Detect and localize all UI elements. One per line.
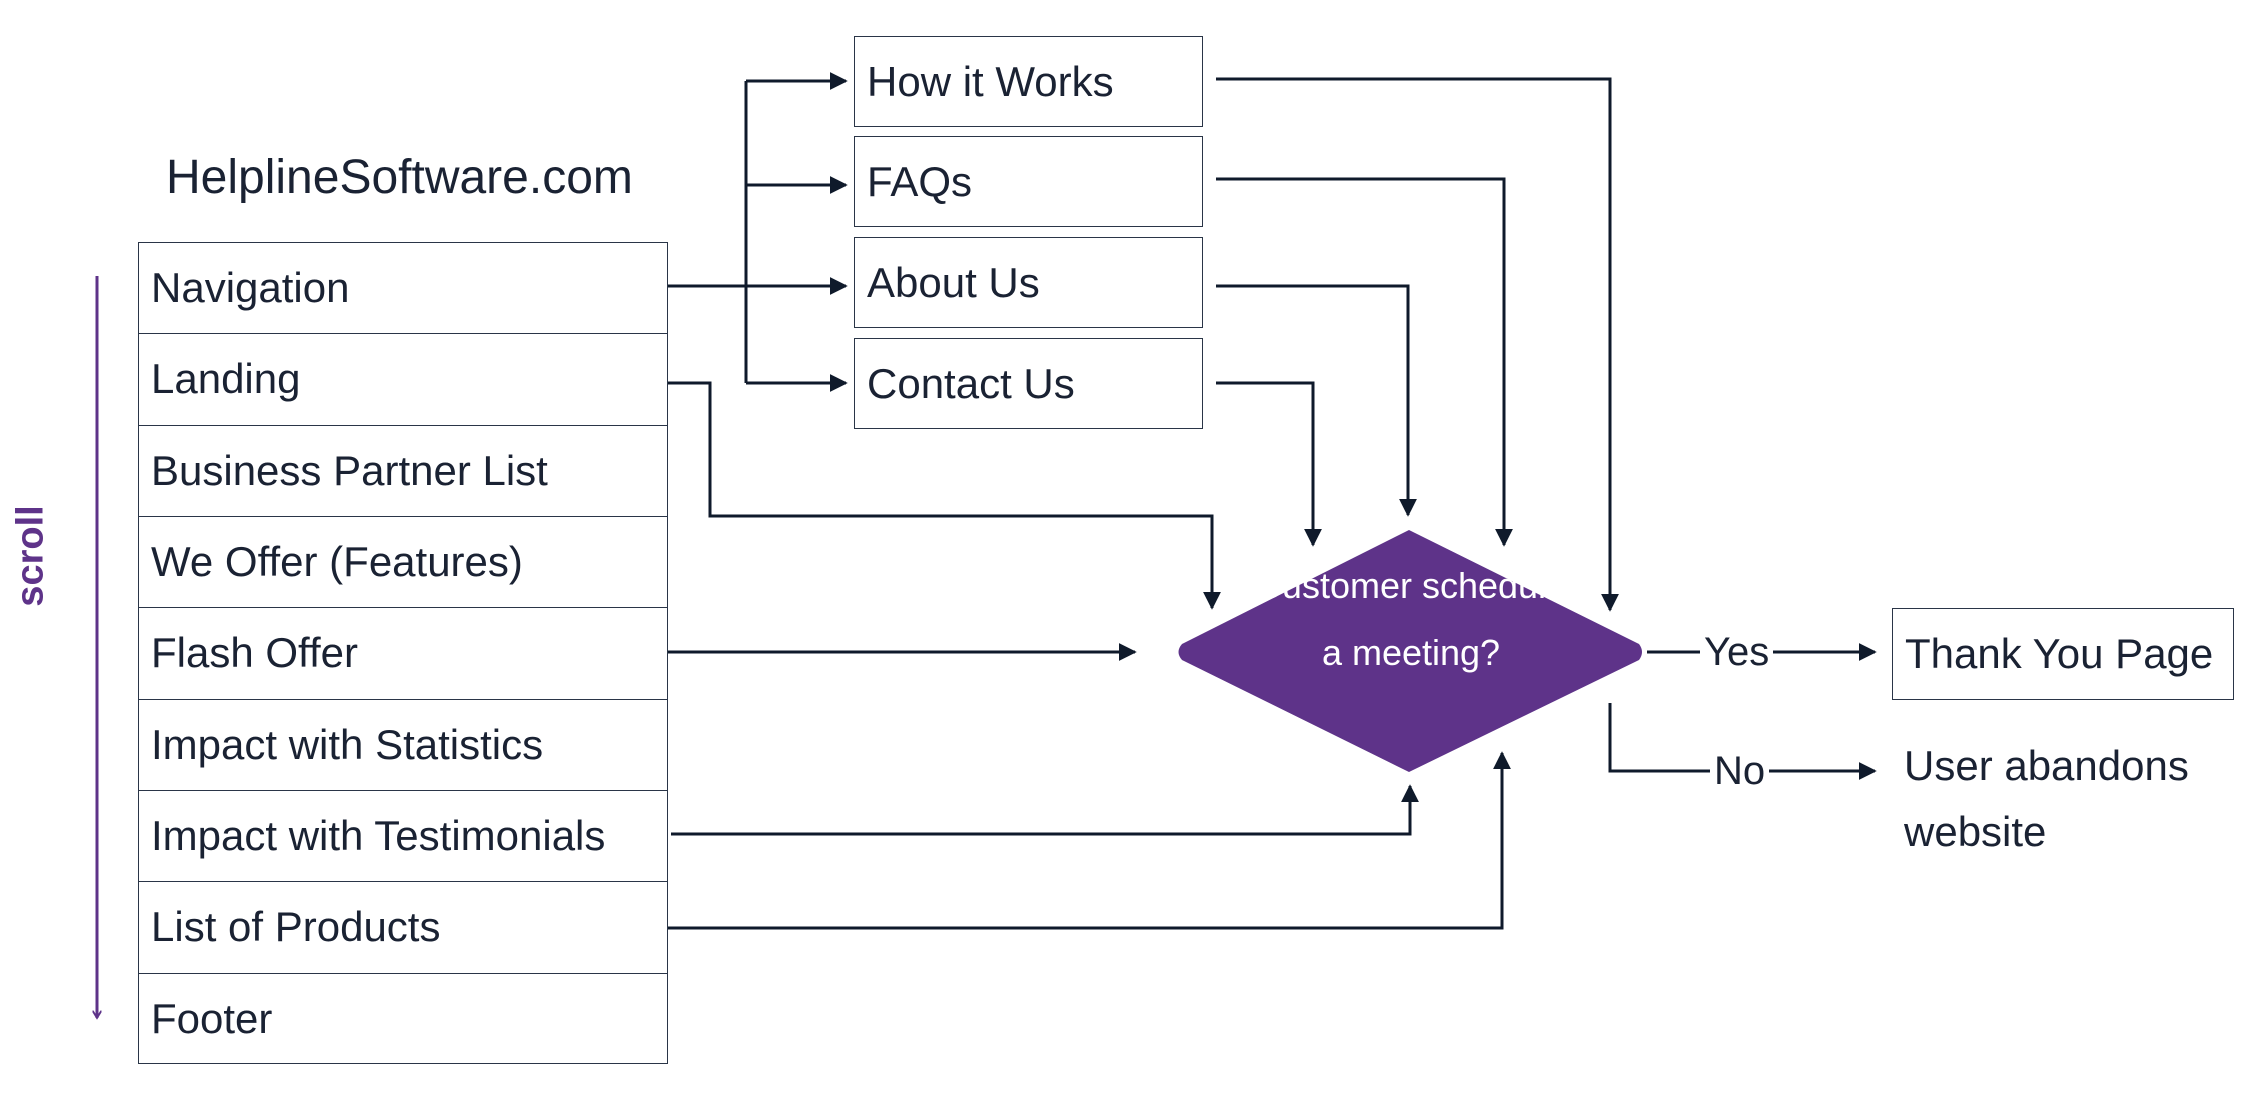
connector-no <box>1608 703 1877 780</box>
connector-about-us-to-decision <box>1216 284 1417 517</box>
connector-navigation-to-pages <box>668 72 848 392</box>
outcome-abandon-line-1: User abandons <box>1904 742 2189 789</box>
section-we-offer: We Offer (Features) <box>139 517 667 609</box>
section-landing: Landing <box>139 334 667 426</box>
section-impact-statistics: Impact with Statistics <box>139 700 667 791</box>
page-how-it-works: How it Works <box>854 36 1203 127</box>
section-navigation: Navigation <box>139 243 667 335</box>
connector-landing-to-decision <box>668 381 1221 610</box>
section-list-of-products: List of Products <box>139 882 667 974</box>
page-thank-you: Thank You Page <box>1892 608 2234 700</box>
page-about-us: About Us <box>854 237 1203 328</box>
page-faqs: FAQs <box>854 136 1203 227</box>
outcome-abandon: User abandons website <box>1904 733 2189 865</box>
page-section-list: Navigation Landing Business Partner List… <box>138 242 668 1064</box>
decision-line-1: Customer schedule <box>1255 565 1567 606</box>
decision-diamond <box>1178 530 1642 772</box>
page-contact-us: Contact Us <box>854 338 1203 429</box>
connector-testimonials-to-decision <box>671 784 1419 836</box>
outcome-abandon-line-2: website <box>1904 808 2047 855</box>
connector-products-to-decision <box>668 751 1511 930</box>
section-business-partner-list: Business Partner List <box>139 426 667 517</box>
connector-faqs-to-decision <box>1216 177 1513 547</box>
section-impact-testimonials: Impact with Testimonials <box>139 791 667 883</box>
section-flash-offer: Flash Offer <box>139 608 667 700</box>
section-footer: Footer <box>151 995 273 1043</box>
connector-contact-us-to-decision <box>1216 381 1322 547</box>
no-label: No <box>1710 751 1770 791</box>
site-title: HelplineSoftware.com <box>166 151 633 204</box>
scroll-label-text: scroll <box>9 505 52 607</box>
connector-how-it-works-to-decision <box>1216 77 1619 612</box>
decision-line-2: a meeting? <box>1321 632 1501 673</box>
yes-label: Yes <box>1700 632 1774 672</box>
